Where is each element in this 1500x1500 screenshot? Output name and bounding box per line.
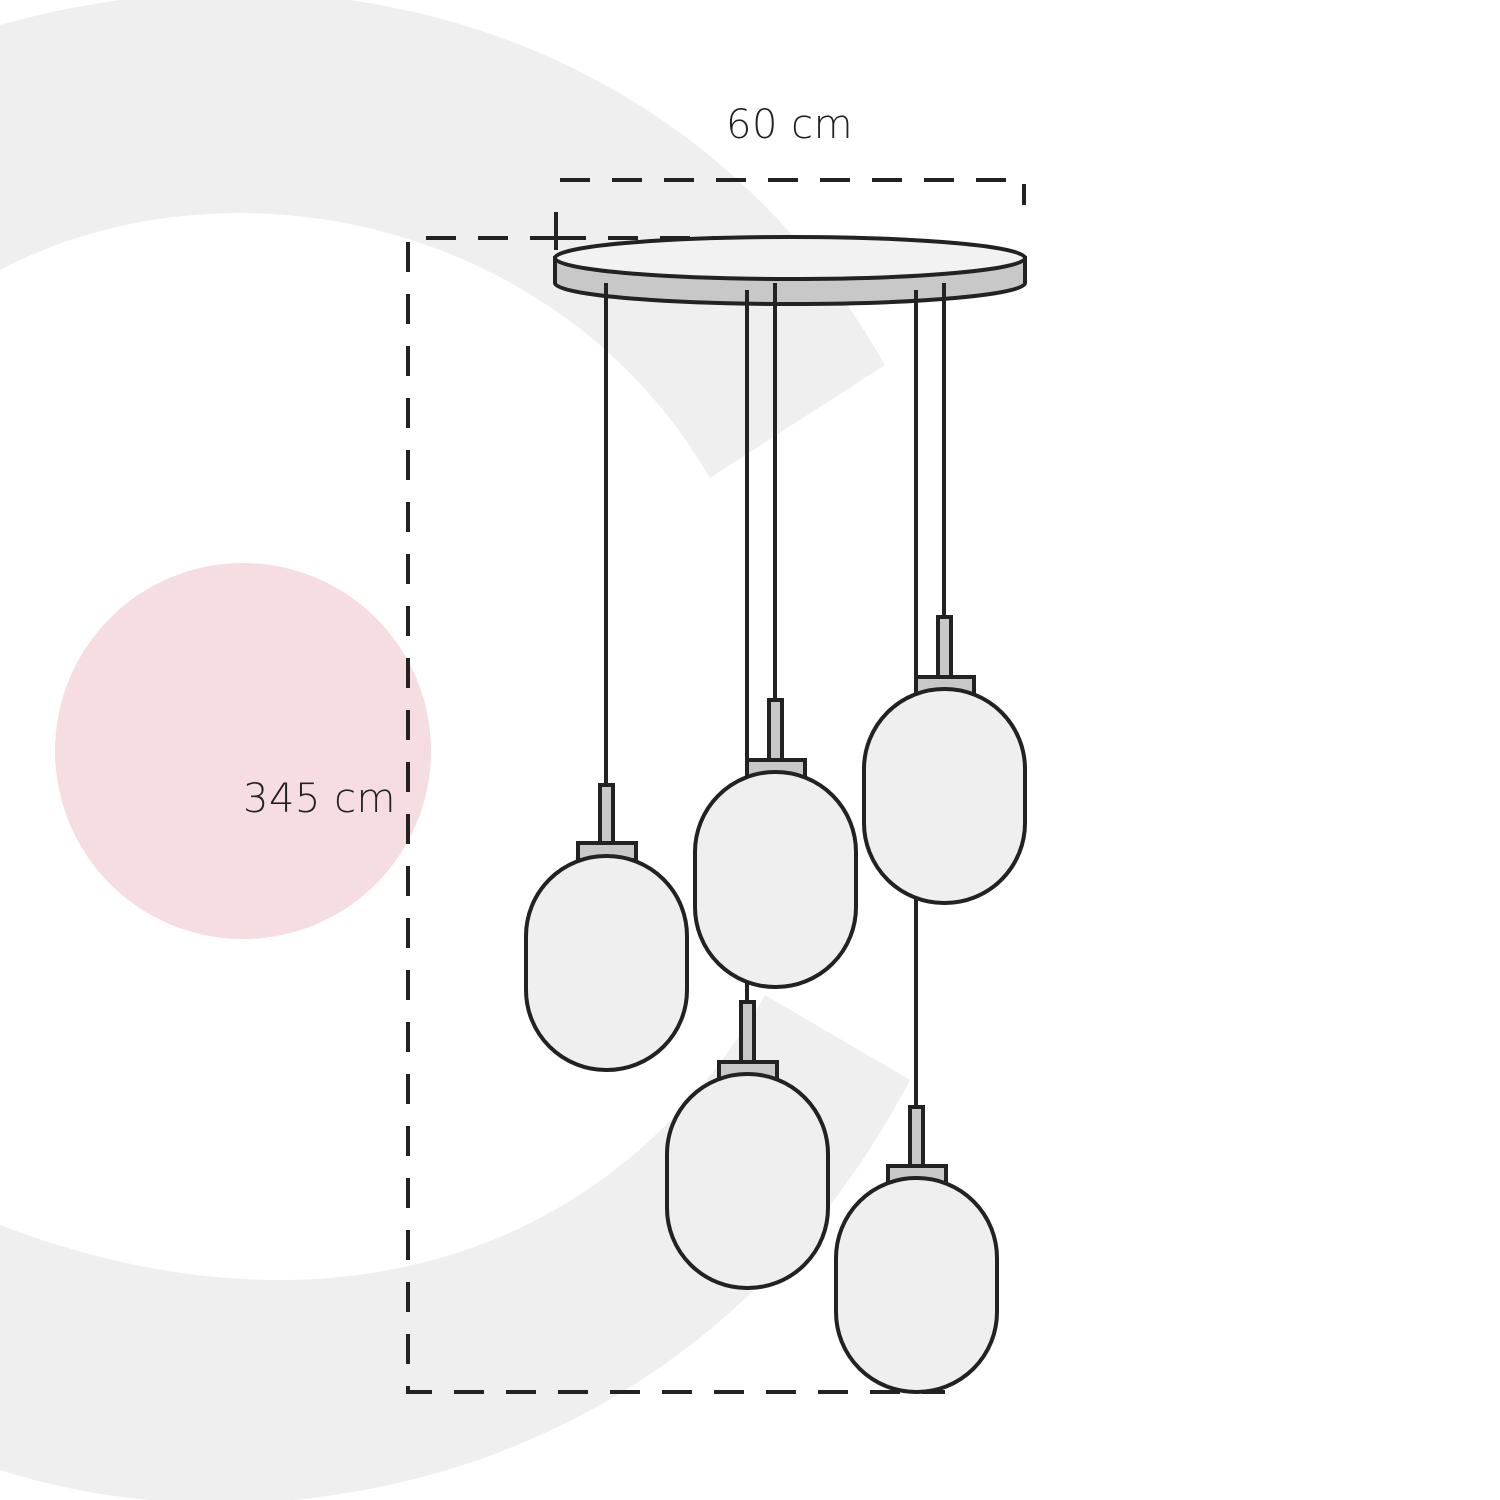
pendant-lamp-5 <box>834 1105 999 1394</box>
ceiling-canopy <box>553 235 1027 306</box>
socket-stem <box>936 615 953 681</box>
glass-globe <box>665 1072 830 1290</box>
height-dimension-line <box>406 236 945 1394</box>
width-dimension-line <box>560 178 1026 205</box>
pendant-lamp-2 <box>693 698 858 989</box>
glass-globe <box>834 1176 999 1394</box>
pendant-lamp-1 <box>524 783 689 1072</box>
socket-stem <box>739 1000 756 1066</box>
glass-globe <box>693 770 858 989</box>
socket-stem <box>598 783 615 847</box>
socket-stem <box>767 698 784 764</box>
height-dimension-label: 345 cm <box>243 776 397 822</box>
glass-globe <box>524 854 689 1072</box>
dimension-lines <box>406 178 1026 1394</box>
pendant-lamp-4 <box>665 1000 830 1290</box>
socket-stem <box>908 1105 925 1171</box>
accent-circle <box>55 563 431 939</box>
width-dimension-label: 60 cm <box>726 102 854 148</box>
pendant-lamp-3 <box>862 615 1027 905</box>
glass-globe <box>862 687 1027 905</box>
canopy-top <box>553 235 1027 281</box>
